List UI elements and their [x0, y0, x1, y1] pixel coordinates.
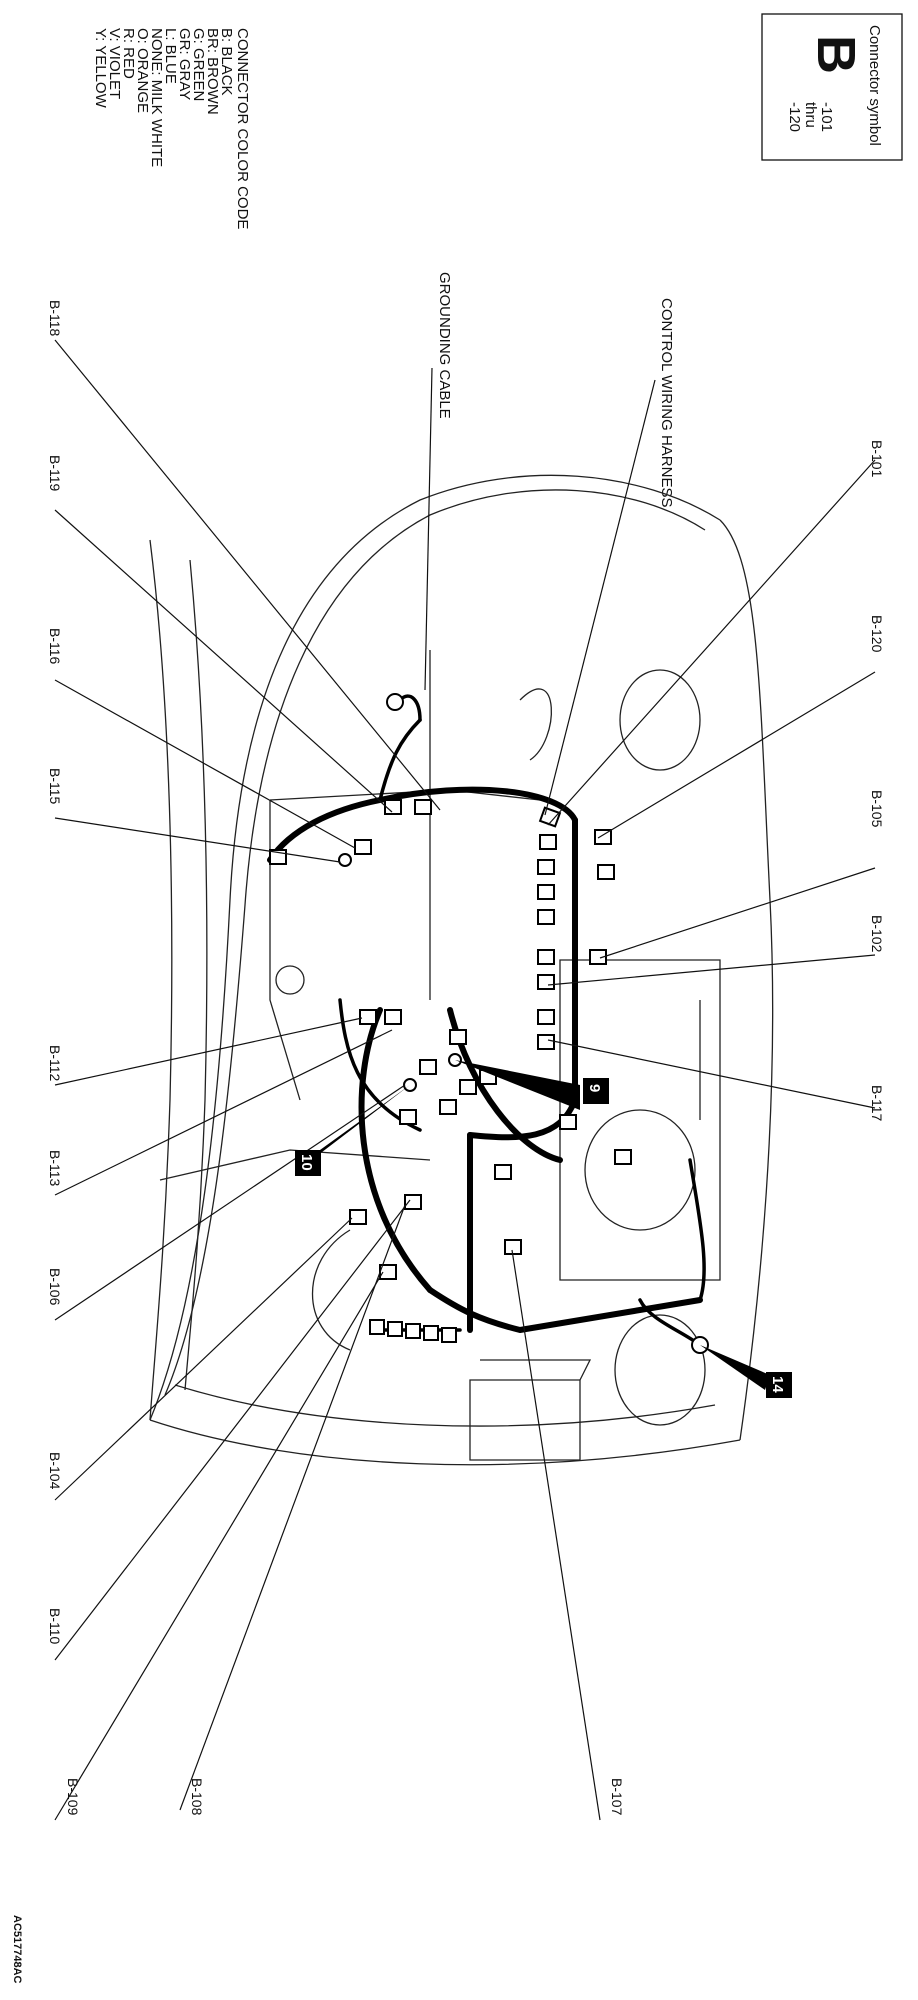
callout-grounding-cable: GROUNDING CABLE [436, 272, 453, 419]
label-b112: B-112 [47, 1045, 63, 1082]
label-b109: B-109 [65, 1778, 81, 1816]
svg-text:B-119: B-119 [47, 455, 63, 492]
svg-text:GROUNDING CABLE: GROUNDING CABLE [436, 272, 453, 419]
color-code-entry: NONE: MILK WHITE [148, 28, 165, 167]
svg-text:B-101: B-101 [869, 440, 885, 478]
color-code-entry: V: VIOLET [106, 28, 123, 99]
svg-text:B-117: B-117 [869, 1085, 885, 1122]
svg-text:B-104: B-104 [47, 1452, 63, 1490]
vehicle-body-outline [149, 474, 774, 1466]
label-b120: B-120 [869, 615, 885, 653]
color-code-entry: Y: YELLOW [92, 28, 109, 109]
label-b110: B-110 [47, 1608, 63, 1645]
color-code-entry: GR: GRAY [176, 28, 193, 100]
badge-9: 9 [455, 1060, 609, 1110]
leader-lines [54, 339, 876, 1821]
figure-code: AC517748AC [11, 1915, 23, 1984]
color-code-heading: CONNECTOR COLOR CODE [234, 28, 251, 229]
connector-blocks [269, 693, 709, 1354]
svg-text:B-108: B-108 [189, 1778, 205, 1816]
label-b116: B-116 [47, 628, 63, 665]
label-b115: B-115 [47, 768, 63, 805]
svg-text:B-110: B-110 [47, 1608, 63, 1645]
svg-text:B-120: B-120 [869, 615, 885, 653]
color-code-entry: O: ORANGE [134, 28, 151, 113]
connector-symbol-title: Connector symbol [866, 25, 883, 146]
svg-text:B-107: B-107 [609, 1778, 625, 1816]
label-b118: B-118 [47, 300, 63, 337]
label-b117: B-117 [869, 1085, 885, 1122]
connector-symbol-letter: B [806, 35, 866, 74]
svg-text:B-102: B-102 [869, 915, 885, 953]
connector-symbol-range-to: -120 [786, 102, 803, 132]
color-code-entry: L: BLUE [162, 28, 179, 84]
connector-symbol-range-from: -101 [818, 102, 835, 132]
svg-text:B-106: B-106 [47, 1268, 63, 1306]
label-b101: B-101 [869, 440, 885, 478]
wiring-harness-routing [267, 694, 706, 1347]
label-b105: B-105 [869, 790, 885, 828]
svg-text:AC517748AC: AC517748AC [11, 1915, 23, 1984]
connector-symbol-range-mid: thru [802, 102, 819, 128]
label-b108: B-108 [189, 1778, 205, 1816]
svg-text:9: 9 [586, 1084, 603, 1092]
callout-control-wiring-harness: CONTROL WIRING HARNESS [658, 298, 675, 507]
connector-symbol-box: Connector symbol B -101 thru -120 [761, 13, 903, 161]
svg-text:10: 10 [298, 1154, 315, 1171]
svg-text:B-118: B-118 [47, 300, 63, 337]
color-code-entry: R: RED [120, 28, 137, 79]
label-b106: B-106 [47, 1268, 63, 1306]
label-b113: B-113 [47, 1150, 63, 1187]
svg-text:B-116: B-116 [47, 628, 63, 665]
label-b104: B-104 [47, 1452, 63, 1490]
color-code-entry: G: GREEN [190, 28, 207, 101]
svg-text:CONTROL WIRING HARNESS: CONTROL WIRING HARNESS [658, 298, 675, 507]
color-code-legend: CONNECTOR COLOR CODE B: BLACK BR: BROWN … [92, 28, 251, 229]
color-code-entry: BR: BROWN [204, 28, 221, 115]
color-code-entry: B: BLACK [218, 28, 235, 96]
label-b102: B-102 [869, 915, 885, 953]
svg-text:B-115: B-115 [47, 768, 63, 805]
svg-text:B-109: B-109 [65, 1778, 81, 1816]
label-b107: B-107 [609, 1778, 625, 1816]
svg-text:B-112: B-112 [47, 1045, 63, 1082]
badge-10: 10 [295, 1085, 410, 1176]
svg-text:14: 14 [769, 1376, 786, 1393]
label-b119: B-119 [47, 455, 63, 492]
svg-text:B-105: B-105 [869, 790, 885, 828]
svg-text:B-113: B-113 [47, 1150, 63, 1187]
badge-14: 14 [700, 1345, 792, 1398]
